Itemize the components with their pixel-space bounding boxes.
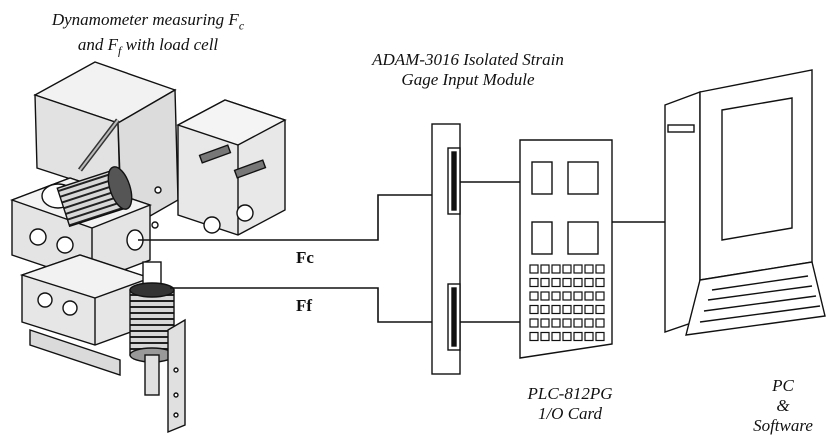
plc-key (529, 291, 539, 301)
plc-key (529, 331, 539, 342)
dynamometer-base (29, 329, 121, 376)
plc-key (551, 277, 561, 288)
plc-key (551, 331, 561, 342)
plc-key (595, 318, 605, 328)
plc-key (595, 264, 605, 274)
plc-key (529, 277, 539, 288)
plc-key (540, 318, 550, 328)
dynamometer-label-line1: Dynamometer measuring Fc (38, 10, 258, 35)
dynamometer-label-text3: with load cell (121, 35, 219, 55)
pc-keyboard (685, 261, 826, 336)
fc-signal-label: Fc (296, 248, 314, 267)
fc-wire (138, 194, 448, 241)
ff-load-cell (129, 261, 175, 396)
dynamometer-column (167, 318, 186, 434)
plc-key (551, 304, 561, 315)
plc-key (584, 318, 594, 328)
adam-label-line1: ADAM-3016 Isolated Strain (372, 50, 564, 69)
adam-label-line2: Gage Input Module (401, 70, 535, 89)
plc-key (562, 331, 572, 342)
plc-key (529, 264, 539, 274)
dynamometer-label-sub1: c (238, 18, 245, 33)
plc-key (595, 277, 605, 288)
plc-key (551, 264, 561, 274)
plc-card (519, 139, 613, 359)
plc-key (529, 304, 539, 315)
plc-key (562, 291, 572, 301)
plc-key (584, 331, 594, 342)
pc-screen (721, 97, 793, 241)
plc-key (540, 304, 550, 315)
dynamometer-label: Dynamometer measuring Fc and Ff with loa… (38, 10, 258, 61)
dynamometer-label-sub2: f (118, 43, 122, 58)
pc-label-line2: & (776, 396, 790, 415)
plc-key (551, 318, 561, 328)
plc-label-line2: 1/O Card (537, 404, 603, 423)
plc-key (573, 277, 583, 288)
adam-module (431, 123, 461, 375)
plc-key (562, 304, 572, 315)
plc-key (551, 291, 561, 301)
plc-key (573, 331, 583, 342)
plc-key (573, 291, 583, 301)
dynamometer (9, 61, 287, 434)
signal-wires (138, 181, 665, 323)
plc-key (595, 304, 605, 315)
plc-key (573, 318, 583, 328)
plc-key (562, 318, 572, 328)
plc-key (540, 291, 550, 301)
adam-label: ADAM-3016 Isolated Strain Gage Input Mod… (348, 50, 588, 90)
dynamometer-label-text2: and F (77, 35, 118, 55)
plc-key (595, 291, 605, 301)
plc-key (595, 331, 605, 342)
plc-key (573, 304, 583, 315)
plc-key (540, 331, 550, 342)
pc-label-line1: PC (772, 376, 794, 395)
plc-key (540, 264, 550, 274)
ff-wire (170, 287, 448, 323)
plc-key (584, 277, 594, 288)
plc-key (562, 264, 572, 274)
plc-label-line1: PLC-812PG (527, 384, 613, 403)
plc-key (584, 291, 594, 301)
pc-label: PC & Software (740, 376, 826, 436)
plc-label: PLC-812PG 1/O Card (510, 384, 630, 424)
dynamometer-label-line2: and Ff with load cell (38, 35, 258, 60)
dynamometer-label-text1: Dynamometer measuring F (51, 10, 239, 29)
plc-key (540, 277, 550, 288)
pc-label-line3: Software (753, 416, 813, 435)
fc-load-cell (41, 166, 144, 251)
plc-key (529, 318, 539, 328)
pc (664, 69, 826, 336)
plc-key (573, 264, 583, 274)
plc-key (562, 277, 572, 288)
ff-signal-label: Ff (296, 296, 313, 315)
plc-key (584, 304, 594, 315)
plc-key (584, 264, 594, 274)
